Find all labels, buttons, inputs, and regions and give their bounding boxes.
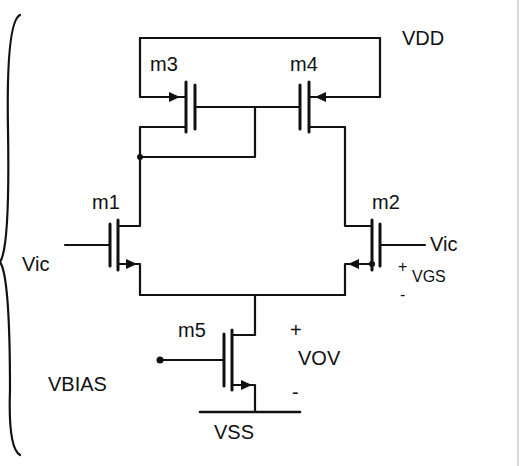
m5-channel (231, 330, 234, 390)
m4-gate (299, 85, 302, 129)
polarity-sign: - (400, 286, 405, 304)
m5-drain-wire (232, 295, 255, 335)
m3-m1-drain-wire (118, 127, 186, 226)
mirror-gate-wire (195, 106, 300, 108)
m5-source-arrow (241, 380, 252, 390)
polarity-sign: + (290, 318, 302, 342)
junction-dot (137, 154, 143, 160)
m3-source-wire (140, 38, 186, 97)
transistor-name: m3 (150, 52, 178, 76)
polarity-sign: + (398, 258, 407, 276)
m3-source-arrow (169, 92, 180, 102)
m5-gate-lead (160, 359, 224, 361)
m4-channel (308, 82, 311, 132)
junction-dot (369, 261, 375, 267)
m2-gate-lead (380, 244, 425, 246)
signal-name: Vic (22, 252, 49, 276)
m4-source-wire (309, 38, 380, 97)
transistor-name: m2 (372, 190, 400, 214)
m5-source-wire (232, 385, 255, 412)
supply-label: VSS (214, 420, 254, 444)
diode-connection-wire (140, 107, 255, 157)
m1-source-wire (118, 264, 140, 295)
transistor-name: m4 (290, 52, 318, 76)
transistor-name: m1 (92, 190, 120, 214)
m3-channel (185, 82, 188, 132)
curly-bracket (0, 15, 20, 455)
tail-wire (140, 294, 345, 296)
supply-label: VDD (402, 26, 444, 50)
m1-channel (117, 220, 120, 270)
m2-source-arrow (348, 259, 359, 269)
signal-name: Vic (430, 232, 457, 256)
vss-rail (200, 411, 300, 414)
m4-m2-drain-wire (309, 127, 372, 226)
terminal-dot (157, 357, 164, 364)
polarity-sign: - (292, 380, 299, 404)
m1-source-arrow (126, 259, 137, 269)
transistor-name: m5 (178, 318, 206, 342)
page-edge-line (517, 0, 519, 466)
bias-label: VBIAS (48, 372, 107, 396)
voltage-name: VOV (298, 346, 340, 370)
vdd-rail (140, 37, 380, 39)
m1-gate-lead (65, 244, 110, 246)
voltage-name: VGS (412, 268, 446, 286)
m4-source-arrow (315, 92, 326, 102)
